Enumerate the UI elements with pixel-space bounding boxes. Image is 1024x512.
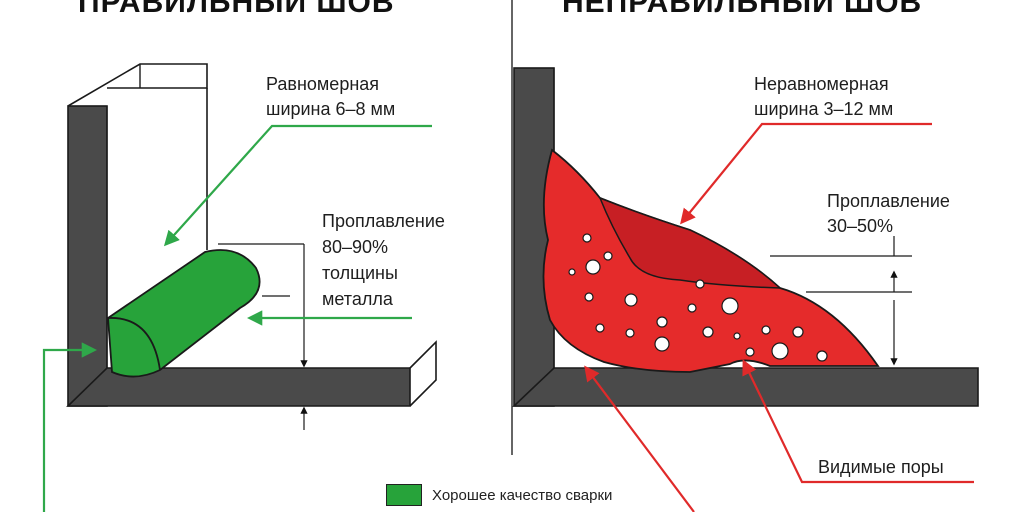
width-arrow-bad xyxy=(680,122,932,225)
pore xyxy=(733,332,741,340)
right-horizontal-plate xyxy=(511,367,979,407)
pores-arrow xyxy=(742,359,974,484)
pore xyxy=(582,233,592,243)
good-weld-bead xyxy=(107,249,261,378)
pore xyxy=(792,326,804,338)
pore xyxy=(654,336,670,352)
good-width-label-line1: Равномерная xyxy=(266,74,380,94)
width-arrow-good xyxy=(163,124,432,247)
pore xyxy=(603,251,613,261)
pore xyxy=(761,325,771,335)
legend: Хорошее качество сварки xyxy=(386,484,612,506)
pore xyxy=(625,328,635,338)
pore xyxy=(745,347,755,357)
legend-swatch xyxy=(386,484,422,506)
pore xyxy=(624,293,638,307)
good-width-label-line2: ширина 6–8 мм xyxy=(266,99,396,119)
pore xyxy=(568,268,576,276)
pore xyxy=(584,292,594,302)
pore xyxy=(771,342,789,360)
left-vertical-plate xyxy=(67,105,108,407)
good-penetration-label-line1: Проплавление xyxy=(322,211,445,231)
bad-penetration-label-line2: 30–50% xyxy=(827,216,894,236)
bad-width-label-line1: Неравномерная xyxy=(754,74,889,94)
pore xyxy=(687,303,697,313)
bad-penetration-label-line1: Проплавление xyxy=(827,191,950,211)
legend-label: Хорошее качество сварки xyxy=(432,486,613,504)
pore xyxy=(695,279,705,289)
root-arrow-good xyxy=(42,342,98,512)
bad-width-label-line2: ширина 3–12 мм xyxy=(754,99,894,119)
root-arrow-bad xyxy=(584,365,695,512)
left-vertical-plate-outline xyxy=(67,63,208,107)
pore xyxy=(702,326,714,338)
good-penetration-label-line2: 80–90% xyxy=(322,237,389,257)
pore xyxy=(721,297,739,315)
pore xyxy=(816,350,828,362)
good-penetration-label-line4: металла xyxy=(322,289,393,309)
pore xyxy=(656,316,668,328)
pores xyxy=(568,233,828,362)
left-joint xyxy=(42,63,437,512)
right-heading: НЕПРАВИЛЬНЫЙ ШОВ xyxy=(562,0,923,19)
bad-weld-top-layer xyxy=(598,196,783,289)
pore xyxy=(585,259,601,275)
pores-label: Видимые поры xyxy=(818,457,944,477)
right-joint xyxy=(511,67,979,512)
good-penetration-label-line3: толщины xyxy=(322,263,398,283)
left-heading: ПРАВИЛЬНЫЙ ШОВ xyxy=(78,0,395,19)
pore xyxy=(595,323,605,333)
